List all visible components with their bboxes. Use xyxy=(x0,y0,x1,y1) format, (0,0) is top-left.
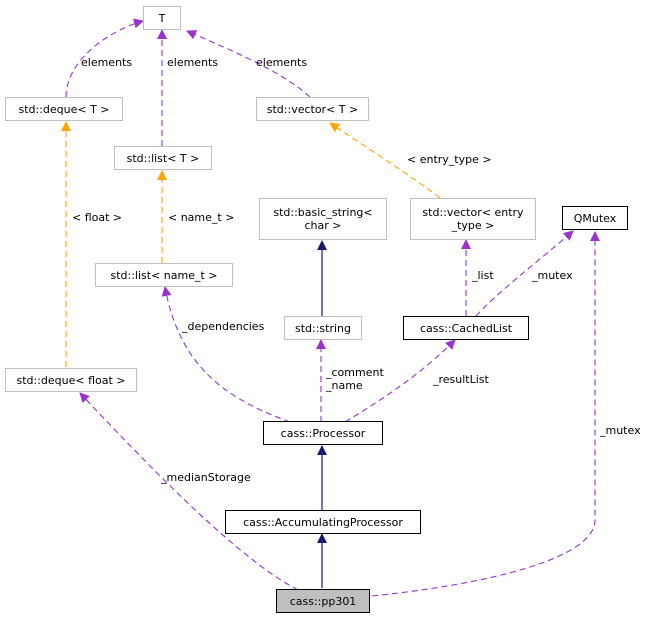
label-elements-deque: elements xyxy=(81,56,133,69)
edge-mutex-cached xyxy=(475,230,574,317)
node-accumulating-processor[interactable]: cass::AccumulatingProcessor xyxy=(225,510,421,534)
edge-entry-template xyxy=(329,122,441,199)
node-list-name-t[interactable]: std::list< name_t > xyxy=(95,263,233,287)
node-t[interactable]: T xyxy=(143,6,181,30)
label-entry-type: < entry_type > xyxy=(407,153,492,166)
edge-median-storage xyxy=(79,392,299,591)
label-elements-vector: elements xyxy=(256,56,308,69)
node-vector-entry-type[interactable]: std::vector< entry _type > xyxy=(410,198,536,240)
node-processor[interactable]: cass::Processor xyxy=(263,421,383,445)
node-list-t[interactable]: std::list< T > xyxy=(114,146,212,170)
label-median-storage: _medianStorage xyxy=(161,471,251,484)
node-cached-list[interactable]: cass::CachedList xyxy=(403,316,529,340)
label-list-member: _list xyxy=(472,269,494,282)
label-name-t-template: < name_t > xyxy=(168,211,235,224)
edge-vector-elements xyxy=(186,30,311,98)
node-deque-t[interactable]: std::deque< T > xyxy=(5,97,123,121)
node-deque-float[interactable]: std::deque< float > xyxy=(5,368,137,392)
label-mutex-cached: _mutex xyxy=(532,269,573,282)
label-result-list: _resultList xyxy=(433,373,489,386)
edge-mutex-pp xyxy=(371,231,600,597)
label-float-template: < float > xyxy=(72,211,123,224)
node-vector-t[interactable]: std::vector< T > xyxy=(256,97,369,121)
label-elements-list: elements xyxy=(167,56,219,69)
edge-deque-elements xyxy=(65,18,144,98)
node-pp301[interactable]: cass::pp301 xyxy=(276,589,370,613)
edge-result-list xyxy=(344,339,456,423)
node-basic-string[interactable]: std::basic_string< char > xyxy=(259,198,387,240)
label-comment-name: _comment _name xyxy=(326,366,384,392)
node-std-string[interactable]: std::string xyxy=(284,316,362,340)
node-qmutex[interactable]: QMutex xyxy=(562,206,628,230)
label-dependencies: _dependencies xyxy=(182,320,265,333)
label-mutex-pp301: _mutex xyxy=(600,424,641,437)
edge-dependencies xyxy=(161,286,291,423)
